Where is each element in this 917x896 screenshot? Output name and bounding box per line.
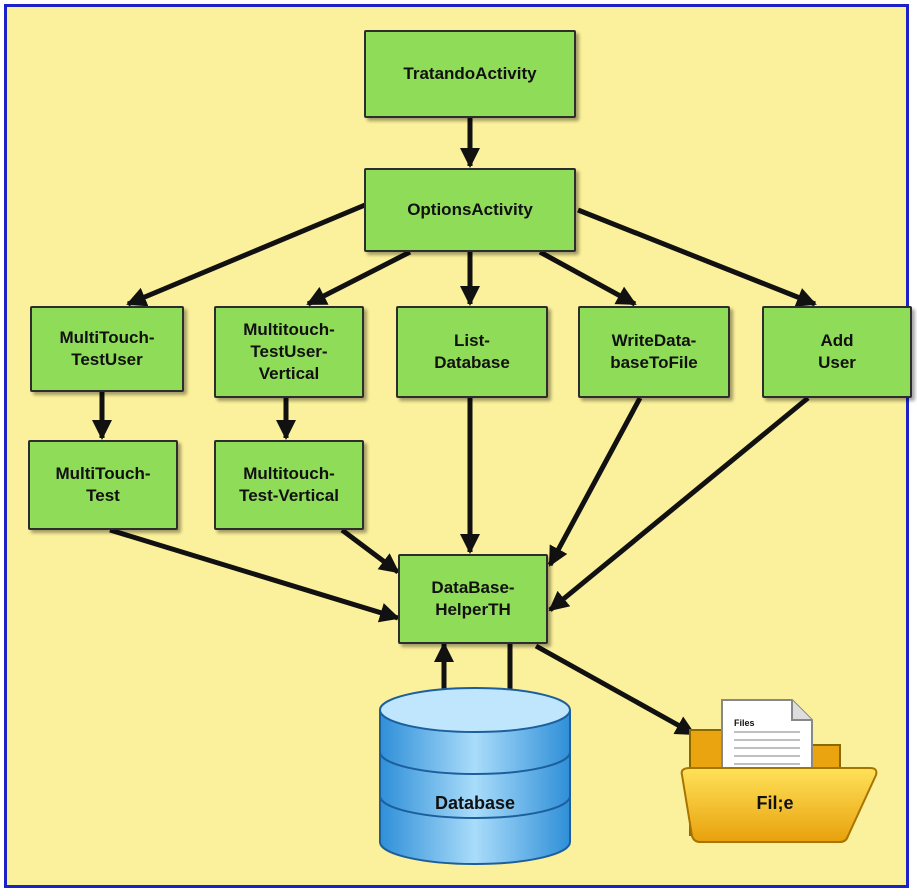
arrow-options-mttestuser: [126, 202, 366, 307]
file-label: Fil;e: [756, 793, 794, 813]
arrow-options-adduser: [577, 207, 817, 307]
database-icon: [379, 687, 571, 865]
options-activity-node: OptionsActivity: [364, 168, 576, 252]
multitouch-testuser-node: MultiTouch- TestUser: [30, 306, 184, 392]
arrow-writedb-helper: [547, 396, 643, 567]
database-helper-node: DataBase- HelperTH: [398, 554, 548, 644]
arrow-options-mtvertical: [306, 249, 412, 307]
multitouch-test-node: MultiTouch- Test: [28, 440, 178, 530]
folder-icon: [680, 699, 878, 843]
write-database-to-file-node: WriteData- baseToFile: [578, 306, 730, 398]
multitouch-test-vertical-node: Multitouch- Test-Vertical: [214, 440, 364, 530]
arrow-mttestvertical-helper: [340, 528, 400, 574]
database-label: Database: [434, 793, 516, 813]
arrow-helper-file: [534, 643, 696, 737]
arrow-options-writedb: [538, 249, 637, 307]
list-database-node: List- Database: [396, 306, 548, 398]
add-user-node: Add User: [762, 306, 912, 398]
multitouch-testuser-vertical-node: Multitouch- TestUser- Vertical: [214, 306, 364, 398]
tratando-activity-node: TratandoActivity: [364, 30, 576, 118]
arrow-mttest-helper: [109, 527, 400, 623]
file-doc-title: Files: [734, 718, 755, 728]
arrow-adduser-helper: [548, 396, 810, 612]
